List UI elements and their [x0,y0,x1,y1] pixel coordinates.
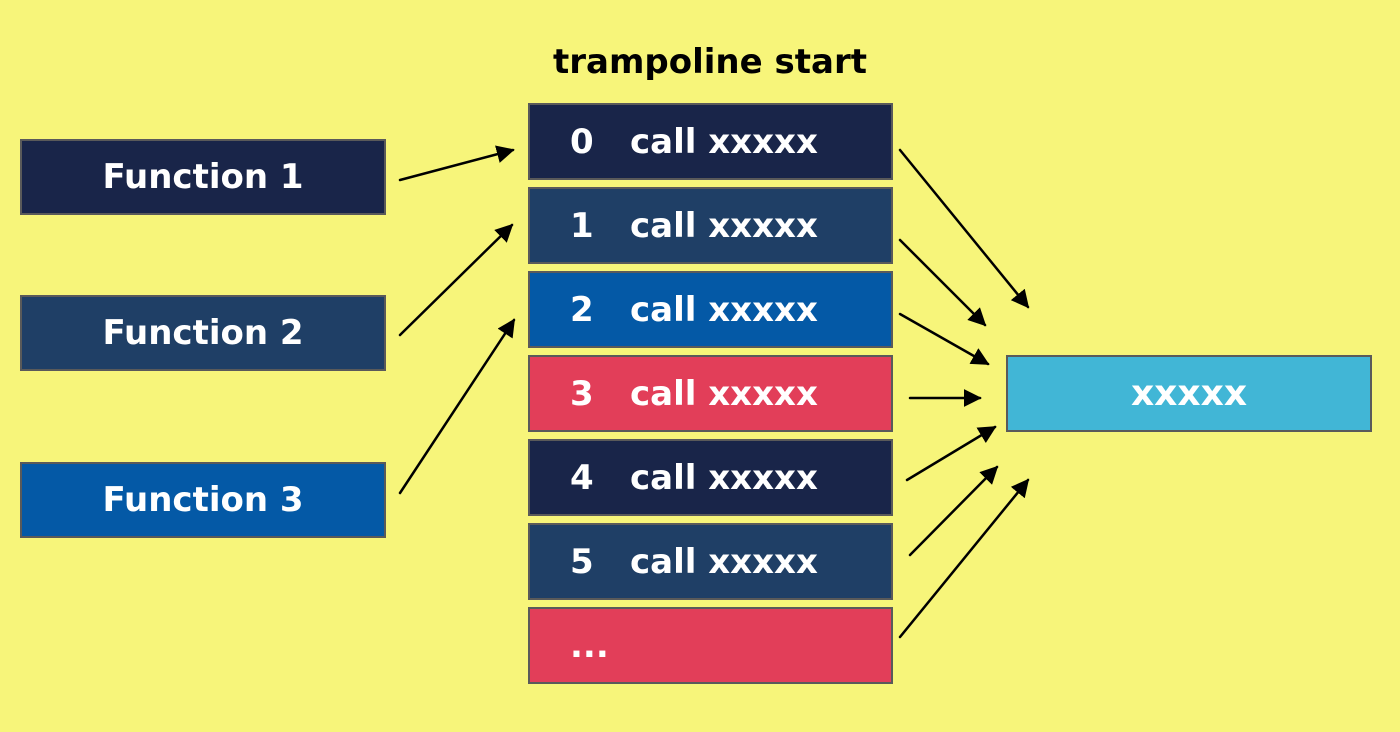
slot-instruction: call xxxxx [630,541,818,582]
trampoline-slot-5: 5 call xxxxx [528,523,893,600]
arrow-function1-to-slot0 [398,145,515,182]
trampoline-slot-more: ... [528,607,893,684]
function-3-label: Function 3 [102,480,304,520]
target-box: xxxxx [1006,355,1372,432]
trampoline-slot-2: 2 call xxxxx [528,271,893,348]
slot-index: ... [570,625,609,666]
slot-index: 4 [570,457,594,498]
slot-index: 2 [570,289,594,330]
function-2-box: Function 2 [20,295,386,371]
slot-instruction: call xxxxx [630,289,818,330]
trampoline-slot-4: 4 call xxxxx [528,439,893,516]
slot-instruction: call xxxxx [630,373,818,414]
trampoline-slot-1: 1 call xxxxx [528,187,893,264]
function-2-label: Function 2 [102,313,304,353]
slot-index: 5 [570,541,594,582]
function-1-box: Function 1 [20,139,386,215]
arrow-slot5-to-target [908,465,999,557]
diagram-title: trampoline start [553,42,867,82]
function-3-box: Function 3 [20,462,386,538]
arrow-slot2-to-target [898,312,990,366]
slot-instruction: call xxxxx [630,457,818,498]
slot-instruction: call xxxxx [630,121,818,162]
arrow-function3-to-slot2 [398,318,516,495]
arrow-slot0-to-target [898,148,1030,309]
slot-index: 0 [570,121,594,162]
slot-index: 3 [570,373,594,414]
arrow-slotmore-to-target [898,478,1030,639]
trampoline-slot-0: 0 call xxxxx [528,103,893,180]
target-label: xxxxx [1130,373,1248,414]
function-1-label: Function 1 [102,157,304,197]
arrow-function2-to-slot1 [398,223,514,337]
slot-index: 1 [570,205,594,246]
arrow-slot4-to-target [905,425,997,482]
trampoline-slot-3: 3 call xxxxx [528,355,893,432]
arrow-slot1-to-target [898,238,987,327]
slot-instruction: call xxxxx [630,205,818,246]
